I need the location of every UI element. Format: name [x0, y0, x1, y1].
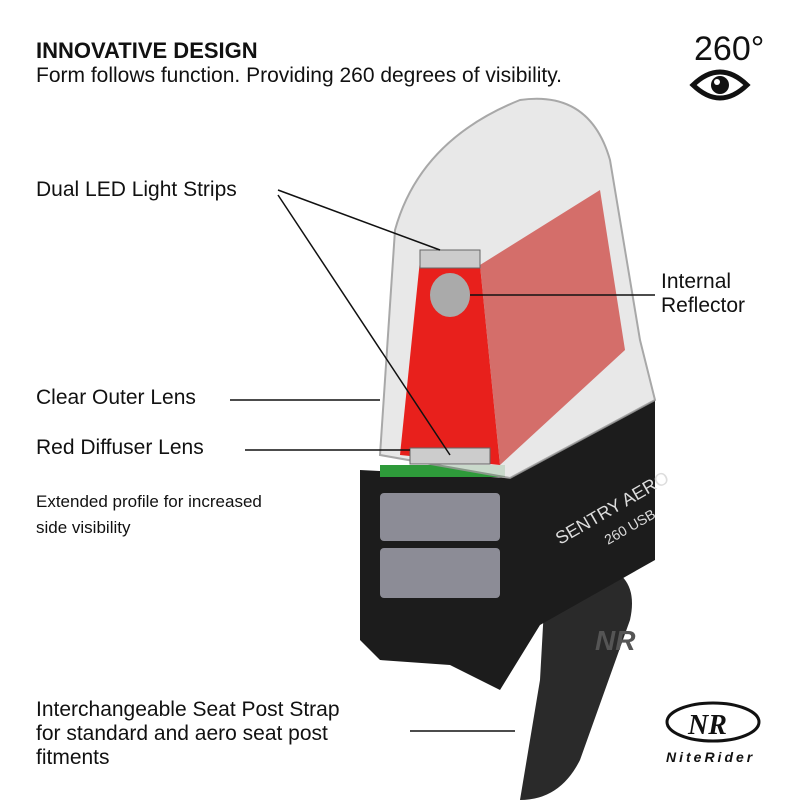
red-diffuser-side — [480, 190, 625, 465]
svg-text:NR: NR — [687, 710, 727, 741]
callout-outer-lens: Clear Outer Lens — [36, 386, 196, 409]
callout-strap-line2: for standard and aero seat post — [36, 722, 328, 745]
callout-diffuser: Red Diffuser Lens — [36, 436, 204, 459]
seat-post-strap — [520, 564, 632, 800]
light-housing — [360, 400, 655, 690]
red-diffuser-front — [400, 260, 500, 465]
niterider-logo: NR — [665, 701, 761, 743]
leader-lines — [230, 189, 655, 732]
strap-emblem: NR — [595, 625, 636, 656]
internal-reflector — [430, 273, 470, 317]
page-subtitle: Form follows function. Providing 260 deg… — [36, 64, 563, 87]
callout-strap-line1: Interchangeable Seat Post Strap — [36, 698, 340, 721]
battery-cell — [380, 493, 500, 541]
led-strip-bottom — [409, 447, 491, 465]
callout-profile-line2: side visibility — [36, 518, 131, 537]
callout-reflector-line1: Internal — [661, 270, 732, 293]
visibility-degrees: 260° — [694, 30, 765, 68]
callout-reflector-line2: Reflector — [661, 294, 746, 317]
led-strip-top — [419, 249, 481, 269]
callout-profile-line1: Extended profile for increased — [36, 492, 262, 511]
brand-name: NiteRider — [666, 749, 756, 765]
eye-icon — [689, 69, 751, 101]
page-title: INNOVATIVE DESIGN — [36, 38, 258, 63]
callout-strap-line3: fitments — [36, 746, 110, 769]
battery-cell — [380, 548, 500, 598]
callout-led-strips: Dual LED Light Strips — [36, 178, 237, 201]
